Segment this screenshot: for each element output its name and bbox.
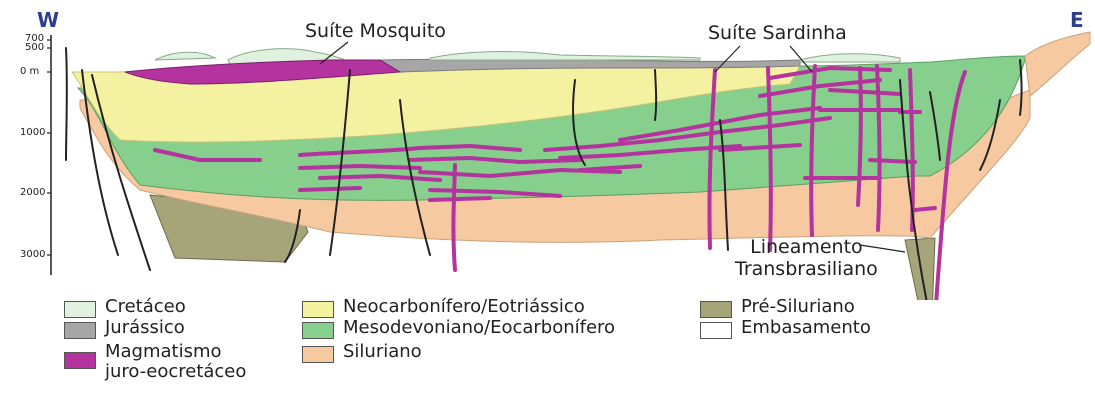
legend-label-siluriano: Siluriano	[343, 342, 422, 362]
label-suite-sardinha: Suíte Sardinha	[708, 22, 847, 44]
geologic-cross-section	[0, 0, 1095, 300]
legend-label-pre-siluriano: Pré-Siluriano	[741, 297, 855, 317]
direction-east: E	[1070, 8, 1084, 32]
legend-item-jurassico: Jurássico	[64, 318, 185, 339]
label-lineament-line2: Transbrasiliano	[735, 258, 878, 280]
legend-swatch-embasamento	[700, 322, 732, 339]
cretaceo-patch-1	[155, 52, 215, 60]
depth-tick-500: 500	[25, 42, 44, 53]
legend-swatch-jurassico	[64, 322, 96, 339]
depth-tick-3000: 3000	[20, 249, 45, 260]
legend-swatch-cretaceo	[64, 301, 96, 318]
depth-tick-0m: 0 m	[20, 66, 39, 77]
legend-label-jurassico: Jurássico	[105, 318, 185, 338]
legend-swatch-pre-siluriano	[700, 301, 732, 318]
cretaceo-patch-4	[800, 54, 900, 62]
label-suite-mosquito: Suíte Mosquito	[305, 20, 446, 42]
legend-label-neocarbonifero: Neocarbonífero/Eotriássico	[343, 297, 585, 317]
legend-label-mesodevoniano: Mesodevoniano/Eocarbonífero	[343, 318, 615, 338]
legend-label-magmatismo-line1: Magmatismo	[105, 342, 246, 362]
legend-item-neocarbonifero: Neocarbonífero/Eotriássico	[302, 297, 585, 318]
legend-swatch-neocarbonifero	[302, 301, 334, 318]
legend-swatch-siluriano	[302, 346, 334, 363]
legend-item-cretaceo: Cretáceo	[64, 297, 186, 318]
direction-west: W	[37, 8, 59, 32]
label-lineament: Lineamento Transbrasiliano	[735, 236, 878, 280]
legend-swatch-mesodevoniano	[302, 322, 334, 339]
legend-label-magmatismo: Magmatismo juro-eocretáceo	[105, 342, 246, 382]
eastern-wedge	[1025, 32, 1090, 96]
legend-item-mesodevoniano: Mesodevoniano/Eocarbonífero	[302, 318, 615, 339]
legend-item-magmatismo: Magmatismo juro-eocretáceo	[64, 342, 246, 382]
legend-label-magmatismo-line2: juro-eocretáceo	[105, 362, 246, 382]
depth-tick-1000: 1000	[20, 127, 45, 138]
label-lineament-line1: Lineamento	[735, 236, 878, 258]
cretaceo-patch-3	[430, 52, 700, 60]
legend-label-cretaceo: Cretáceo	[105, 297, 186, 317]
legend-label-embasamento: Embasamento	[741, 318, 871, 338]
legend-item-pre-siluriano: Pré-Siluriano	[700, 297, 855, 318]
legend-item-embasamento: Embasamento	[700, 318, 871, 339]
depth-tick-2000: 2000	[20, 187, 45, 198]
legend-item-siluriano: Siluriano	[302, 342, 422, 363]
legend-swatch-magmatismo	[64, 352, 96, 369]
